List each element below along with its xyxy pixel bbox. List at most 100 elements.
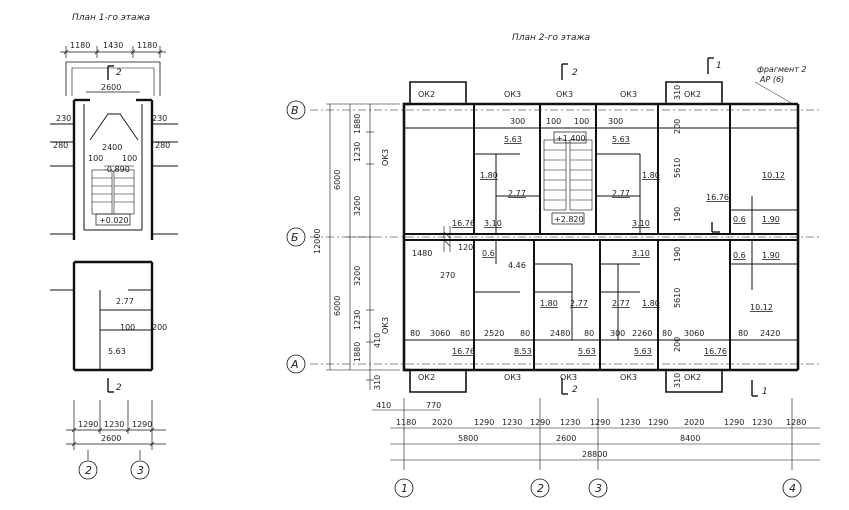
wall-dim-5: 190 <box>673 247 682 262</box>
corridor-dim-2: 120 <box>458 243 473 252</box>
floor2-interior-walls <box>404 104 798 370</box>
floor2-plan <box>286 57 820 498</box>
area-l-8: 2.77 <box>612 299 630 308</box>
left-dim-1: 1880 <box>353 114 362 134</box>
floor1-bottom-dimension <box>66 400 166 460</box>
area-l-14: 5.63 <box>634 347 652 356</box>
f1-side-dim-right: 280 <box>155 141 170 150</box>
area-l-4: 0.6 <box>733 251 746 260</box>
row-dim-2: 3060 <box>430 329 450 338</box>
axis-A-circle <box>286 354 306 374</box>
f1-door-dim-left: 100 <box>88 154 103 163</box>
f1-room-width-left: 230 <box>56 114 71 123</box>
bottom-dim-2: 2020 <box>432 418 452 427</box>
f1-level-entry: +0.020 <box>99 216 129 225</box>
area-u-9: 3.10 <box>632 219 650 228</box>
bottom-small-1: 410 <box>376 401 391 410</box>
floor2-left-dimension <box>326 103 400 390</box>
area-u-7: 16.76 <box>452 219 475 228</box>
f1-side-dim-left: 280 <box>53 141 68 150</box>
area-u-8: 3.10 <box>484 219 502 228</box>
bottom-dim-13: 1280 <box>786 418 806 427</box>
area-u-11: 10.12 <box>762 171 785 180</box>
floor2-bottom-dimension <box>372 398 820 470</box>
bottom-total: 28800 <box>582 450 607 459</box>
area-u-12: 0.6 <box>733 215 746 224</box>
floor1-section-mark-top <box>107 65 114 80</box>
row-dim-11: 3060 <box>684 329 704 338</box>
area-u-3: 1.80 <box>480 171 498 180</box>
floor2-bay-windows <box>409 81 723 393</box>
f1-section-label-top: 2 <box>116 68 122 78</box>
wall-dim-7: 200 <box>673 337 682 352</box>
area-l-1: 0.6 <box>482 249 495 258</box>
area-l-13: 5.63 <box>578 347 596 356</box>
corridor-dim-3: 270 <box>440 271 455 280</box>
window-top-3: ОК3 <box>556 90 573 99</box>
window-bottom-4: ОК3 <box>620 373 637 382</box>
f1-bottom-total: 2600 <box>101 434 121 443</box>
left-small-2: 310 <box>373 375 382 390</box>
top-row-dim-2: 100 <box>546 117 561 126</box>
axis-1-label: 1 <box>401 482 408 495</box>
left-dim-5: 1230 <box>353 310 362 330</box>
window-bottom-2: ОК3 <box>504 373 521 382</box>
area-u-4: 1.80 <box>642 171 660 180</box>
row-dim-4: 2520 <box>484 329 504 338</box>
f1-room-width-center: 2400 <box>102 143 122 152</box>
area-u-6: 2.77 <box>612 189 630 198</box>
f1-lower-area: 2.77 <box>116 297 134 306</box>
floor1-plan: 1180 1430 1180 2600 <box>50 41 178 480</box>
axis-B-label: Б <box>291 231 299 244</box>
bottom-dim-3: 1290 <box>474 418 494 427</box>
f1-level-landing: -0.890 <box>104 165 130 174</box>
bottom-dim-7: 1290 <box>590 418 610 427</box>
axis-V-circle <box>286 100 306 120</box>
area-l-11: 16.76 <box>452 347 475 356</box>
bottom-subtotal-2: 2600 <box>556 434 576 443</box>
fragment-label-2: АР (6) <box>759 75 784 84</box>
bottom-small-2: 770 <box>426 401 441 410</box>
row-dim-6: 2480 <box>550 329 570 338</box>
area-l-9: 1.80 <box>642 299 660 308</box>
f1-room-width-right: 230 <box>152 114 167 123</box>
window-left: ОК3 <box>381 149 390 166</box>
bottom-dim-4: 1230 <box>502 418 522 427</box>
area-u-1: 5.63 <box>504 135 522 144</box>
vent-shaft <box>443 226 451 252</box>
f1-door-dim-right: 100 <box>122 154 137 163</box>
corridor-dim-1: 1480 <box>412 249 432 258</box>
left-dim-2: 1230 <box>353 142 362 162</box>
floor2-section-marks <box>561 57 758 397</box>
wall-dim-4: 190 <box>673 207 682 222</box>
stair-level-mid: +2.820 <box>554 215 584 224</box>
entrance-canopy <box>65 61 161 96</box>
left-subtotal-1: 6000 <box>333 170 342 190</box>
area-u-10: 16.76 <box>706 193 729 202</box>
area-l-6: 1.80 <box>540 299 558 308</box>
floor1-walls <box>72 98 154 372</box>
window-top-5: ОК2 <box>684 90 701 99</box>
axis-B-circle <box>286 227 306 247</box>
row-dim-9: 2260 <box>632 329 652 338</box>
row-dim-13: 2420 <box>760 329 780 338</box>
top-row-dim-4: 300 <box>608 117 623 126</box>
axis-4-label: 4 <box>789 482 796 495</box>
floor1-section-mark-bottom <box>107 378 114 393</box>
row-dim-3: 80 <box>460 329 470 338</box>
axis-2-circle-f1 <box>78 460 98 480</box>
fragment-label-1: фрагмент 2 <box>757 65 807 74</box>
axis-4-circle <box>782 478 802 498</box>
axis-3-circle <box>588 478 608 498</box>
area-l-7: 2.77 <box>570 299 588 308</box>
floor2-partitions <box>404 127 798 341</box>
area-l-3: 3.10 <box>632 249 650 258</box>
floor1-partitions <box>50 104 178 370</box>
floor1-level-entry-frame <box>95 213 131 226</box>
axis-2-label: 2 <box>537 482 544 495</box>
stair-level-top: +1.400 <box>556 134 586 143</box>
wall-dim-2: 200 <box>673 119 682 134</box>
f1-section-label-bottom: 2 <box>116 383 122 393</box>
window-top-1: ОК2 <box>418 90 435 99</box>
window-bottom-5: ОК2 <box>684 373 701 382</box>
